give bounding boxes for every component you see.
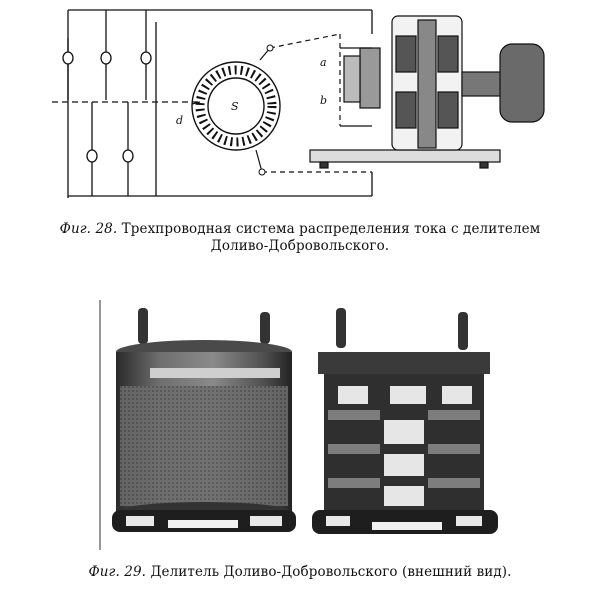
figure-28-caption: Фиг. 28. Трехпроводная система распредел… <box>0 221 600 255</box>
figure-28-title-line1: Трехпроводная система распределения тока… <box>121 221 541 237</box>
lamp <box>122 149 134 163</box>
lamp <box>86 149 98 163</box>
figure-29-caption: Фиг. 29. Делитель Доливо-Добровольского … <box>0 564 600 581</box>
figure-28-diagram: S d a b <box>0 0 600 200</box>
circuit-schematic: S d a b <box>52 9 545 198</box>
label-a: a <box>320 56 327 69</box>
lamp <box>100 51 112 65</box>
label-b: b <box>320 94 327 107</box>
figure-29-photo <box>0 290 600 555</box>
figure-28-number: Фиг. 28. <box>59 221 118 237</box>
figure-29-number: Фиг. 29. <box>88 564 147 580</box>
label-s: S <box>231 100 239 113</box>
toroidal-divider <box>191 61 281 151</box>
divider-photo <box>99 300 498 550</box>
divider-left-cylinder <box>112 308 296 532</box>
dynamo-machine <box>309 15 545 169</box>
figure-29-title: Делитель Доливо-Добровольского (внешний … <box>150 564 512 580</box>
label-d: d <box>176 114 183 127</box>
lamp <box>140 51 152 65</box>
divider-right-winding <box>312 308 498 534</box>
lamp <box>62 51 74 65</box>
figure-28-title-line2: Доливо-Добровольского. <box>210 238 390 254</box>
